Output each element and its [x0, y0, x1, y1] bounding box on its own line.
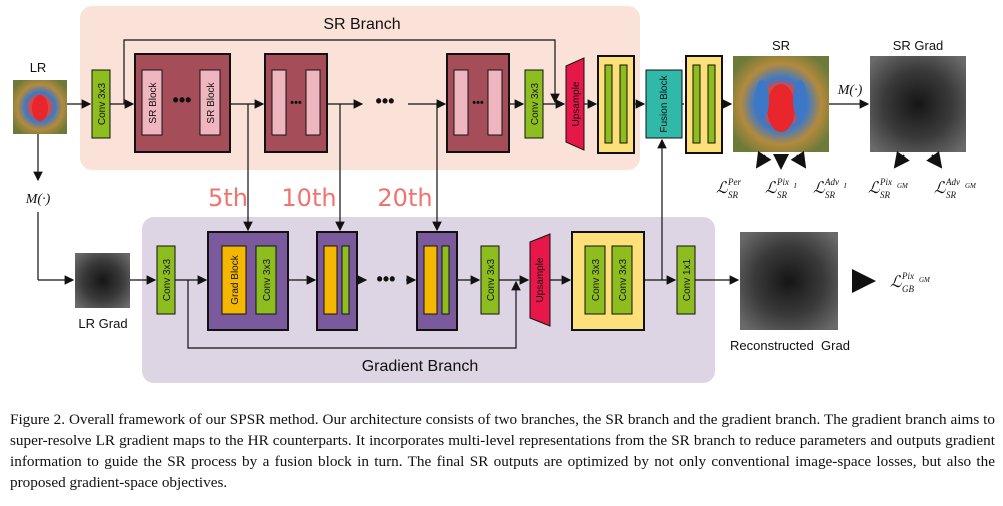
svg-text:SR: SR — [946, 190, 957, 200]
sr-conv-3x3-in-label: Conv 3x3 — [97, 82, 108, 125]
sr-block-b — [199, 69, 221, 136]
sr-ellipsis-1: ••• — [173, 90, 192, 110]
gb-yellow-conv-a — [584, 245, 606, 315]
svg-text:Adv: Adv — [824, 177, 839, 187]
sr-block-b-label: SR Block — [206, 81, 217, 123]
svg-text:ℒ: ℒ — [765, 180, 777, 197]
svg-text:ℒ: ℒ — [934, 180, 946, 197]
gb-yellow-block — [571, 231, 645, 331]
m-operator-left: M(·) — [25, 192, 51, 207]
svg-text:I: I — [843, 182, 847, 190]
sr-upsample-label: Upsample — [571, 81, 582, 126]
gb-upsample — [529, 233, 551, 327]
fusion-block — [645, 69, 683, 139]
level-5th: 5th — [208, 184, 248, 212]
loss-gb-pixgm: ℒ GB Pix GM — [890, 271, 931, 294]
grad-block-conv — [255, 245, 277, 315]
svg-text:SR: SR — [728, 190, 739, 200]
gb-conv-3x3-in-label: Conv 3x3 — [162, 258, 173, 301]
figure-caption: Figure 2. Overall framework of our SPSR … — [10, 411, 995, 491]
svg-text:ℒ: ℒ — [890, 274, 902, 291]
level-20th: 20th — [377, 184, 432, 212]
grad-block-3-a — [423, 245, 438, 315]
sr-block-a — [141, 69, 163, 136]
gb-yellow-conv-b-label: Conv 3x3 — [618, 258, 629, 301]
loss-sr-advgm: ℒ SR Adv GM — [934, 177, 977, 200]
gb-conv-3x3-out-label: Conv 3x3 — [486, 258, 497, 301]
svg-text:Pix: Pix — [879, 177, 892, 187]
svg-text:SR: SR — [825, 190, 836, 200]
sr-yellow-block-2 — [685, 55, 723, 154]
sr-ellipsis-3: ••• — [472, 97, 484, 109]
sr-yellow-block-1-bar-a — [604, 64, 613, 144]
sr-block-a-label: SR Block — [148, 81, 159, 123]
svg-text:ℒ: ℒ — [813, 180, 825, 197]
svg-text:GM: GM — [965, 182, 977, 190]
connections — [33, 39, 943, 349]
sr-image — [733, 56, 829, 152]
gb-ellipsis: ••• — [377, 269, 396, 289]
gradient-branch-title: Gradient Branch — [362, 358, 479, 375]
lr-label: LR — [30, 60, 47, 75]
sr-grad-label: SR Grad — [893, 38, 944, 53]
svg-text:SR: SR — [777, 190, 788, 200]
svg-text:SR: SR — [880, 190, 891, 200]
grad-block-2-a — [323, 245, 338, 315]
svg-text:Per: Per — [727, 177, 741, 187]
sr-conv-3x3-out-label: Conv 3x3 — [530, 82, 541, 125]
sr-ellipsis-2: ••• — [290, 97, 302, 109]
svg-text:Pix: Pix — [901, 271, 914, 281]
gb-yellow-conv-b — [611, 245, 633, 315]
framework-diagram: SR Branch Gradient Branch 5th 10th 20th … — [13, 6, 977, 383]
sr-ellipsis-between: ••• — [376, 91, 395, 111]
grad-block-3-b — [441, 245, 450, 315]
svg-text:Pix: Pix — [776, 177, 789, 187]
grad-block-label: Grad Block — [230, 254, 241, 304]
fusion-block-label: Fusion Block — [659, 74, 670, 132]
svg-text:I: I — [793, 182, 797, 190]
loss-sr-adv: ℒ SR Adv I — [813, 177, 847, 200]
svg-text:ℒ: ℒ — [868, 180, 880, 197]
gb-yellow-conv-a-label: Conv 3x3 — [591, 258, 602, 301]
grad-block-conv-label: Conv 3x3 — [262, 258, 273, 301]
sr-yellow-block-2-bar-a — [692, 64, 701, 144]
svg-text:Adv: Adv — [945, 177, 960, 187]
sr-yellow-block-2-bar-b — [707, 64, 716, 144]
reconstructed-grad-label: Reconstructed Grad — [730, 338, 850, 353]
svg-text:GM: GM — [897, 182, 909, 190]
reconstructed-grad-image — [740, 232, 838, 330]
lr-grad-label: LR Grad — [78, 316, 127, 331]
lr-image — [13, 80, 67, 134]
sr-upsample — [565, 57, 585, 151]
sr-block-c — [271, 69, 287, 136]
sr-block-d — [305, 69, 321, 136]
sr-yellow-block-1 — [597, 55, 635, 154]
level-10th: 10th — [281, 184, 336, 212]
grad-block — [221, 245, 247, 315]
sr-block-e — [453, 69, 469, 136]
loss-sr-pixgm: ℒ SR Pix GM — [868, 177, 909, 200]
lr-grad-image — [75, 253, 130, 308]
loss-sr-pix: ℒ SR Pix I — [765, 177, 797, 200]
svg-text:GB: GB — [902, 284, 914, 294]
sr-block-f — [487, 69, 503, 136]
svg-text:GM: GM — [919, 276, 931, 284]
sr-label: SR — [772, 38, 790, 53]
sr-yellow-block-1-bar-b — [619, 64, 628, 144]
m-operator-right: M(·) — [837, 83, 863, 98]
gb-conv-1x1-label: Conv 1x1 — [682, 258, 693, 301]
gb-upsample-label: Upsample — [535, 257, 546, 302]
grad-block-2-b — [341, 245, 350, 315]
sr-branch-title: SR Branch — [323, 16, 400, 33]
svg-text:ℒ: ℒ — [716, 180, 728, 197]
sr-grad-image — [870, 56, 966, 152]
loss-sr-per: ℒ SR Per — [716, 177, 741, 200]
